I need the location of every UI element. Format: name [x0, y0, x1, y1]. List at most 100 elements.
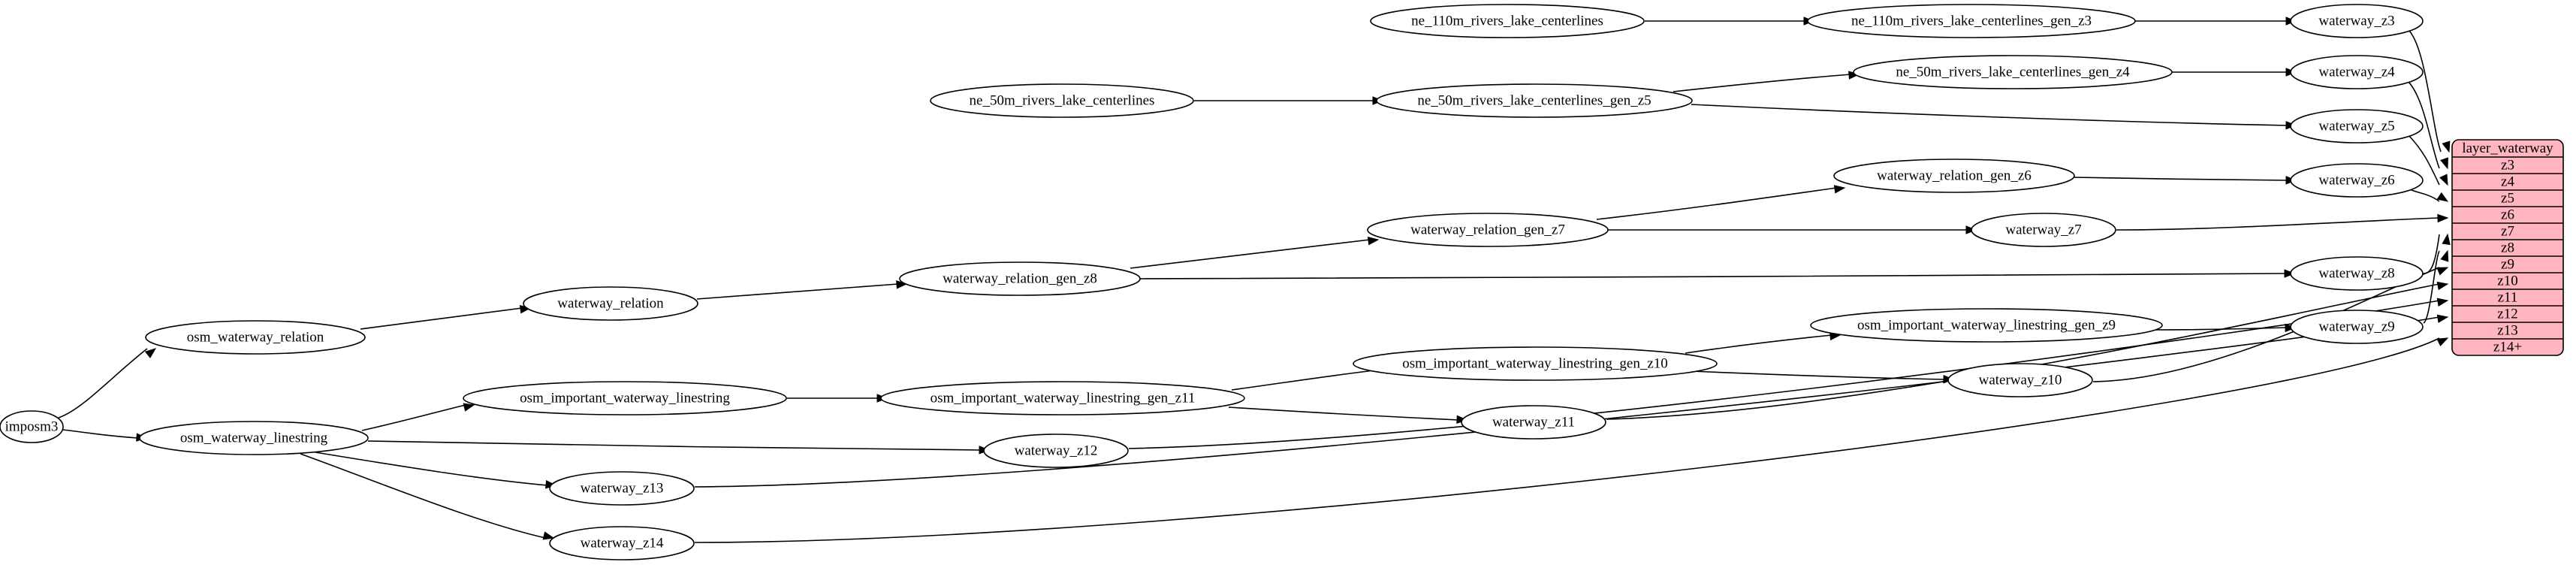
arrowhead-waterway_z3-to-record-z3 — [2442, 140, 2451, 153]
edge-waterway_z3-to-record-z3 — [2406, 28, 2442, 153]
record-node-layer_waterway[interactable]: layer_waterwayz3z4z5z6z7z8z9z10z11z12z13… — [2451, 139, 2564, 356]
edge-ne50m_gen_z5-to-waterway_z5 — [1691, 104, 2288, 126]
edge-waterway_z11-to-record-z11 — [1606, 283, 2440, 420]
node-shape-waterway_z3 — [2290, 4, 2424, 38]
node-shape-waterway_z9 — [2290, 310, 2424, 344]
node-waterway_z12[interactable]: waterway_z12 — [983, 434, 1129, 468]
node-ne_110m_rivers_lake_centerlines[interactable]: ne_110m_rivers_lake_centerlines — [1370, 4, 1645, 38]
node-osm_important_waterway_linestring_gen_z9[interactable]: osm_important_waterway_linestring_gen_z9 — [1810, 308, 2163, 343]
record-row-z8[interactable] — [2452, 240, 2563, 256]
edge-gen_z10-to-gen_z9 — [1685, 334, 1832, 354]
arrowhead-waterway_relation_gen_z8-to-waterway_z8 — [2284, 269, 2296, 278]
edge-waterway_z13-to-record-z13 — [694, 316, 2440, 488]
edge-osm_waterway_relation-to-waterway_relation — [360, 307, 523, 330]
node-waterway_z6[interactable]: waterway_z6 — [2290, 163, 2424, 198]
arrowhead-waterway_z9-to-record-z9 — [2440, 249, 2449, 262]
record-row-z11[interactable] — [2452, 289, 2563, 306]
edges-layer — [58, 17, 2451, 543]
node-waterway_z4[interactable]: waterway_z4 — [2290, 55, 2424, 89]
record-row-z7[interactable] — [2452, 223, 2563, 240]
arrowhead-waterway_z4-to-record-z4 — [2440, 157, 2448, 170]
node-osm_waterway_relation[interactable]: osm_waterway_relation — [145, 320, 366, 355]
arrowhead-waterway_z13-to-record-z13 — [2436, 314, 2449, 323]
node-shape-waterway_z13 — [549, 471, 695, 506]
edge-gen_z9-to-waterway_z9 — [2149, 327, 2288, 331]
node-ne_50m_rivers_lake_centerlines[interactable]: ne_50m_rivers_lake_centerlines — [930, 83, 1194, 118]
node-shape-waterway_z7 — [1971, 213, 2116, 247]
edge-osm_waterway_linestring-to-osm_important_waterway_linestring — [361, 404, 466, 431]
edge-waterway_z4-to-record-z4 — [2407, 80, 2440, 169]
node-waterway_z7[interactable]: waterway_z7 — [1971, 213, 2116, 247]
node-shape-waterway_z6 — [2290, 163, 2424, 198]
edge-waterway_relation_gen_z7-to-waterway_relation_gen_z6 — [1596, 187, 1837, 220]
arrowhead-waterway_z6-to-record-z6 — [2436, 192, 2449, 202]
node-shape-waterway_relation_gen_z8 — [899, 261, 1141, 296]
edge-osm_waterway_linestring-to-waterway_z13 — [315, 452, 548, 486]
node-waterway_relation_gen_z8[interactable]: waterway_relation_gen_z8 — [899, 261, 1141, 296]
record-row-z13[interactable] — [2452, 322, 2563, 339]
arrowhead-waterway_relation_gen_z7-to-waterway_relation_gen_z6 — [1833, 185, 1846, 194]
node-shape-osm_important_waterway_linestring_gen_z9 — [1810, 308, 2163, 343]
record-row-z9[interactable] — [2452, 256, 2563, 273]
arrowhead-waterway_z8-to-record-z8 — [2442, 233, 2451, 246]
node-shape-waterway_relation_gen_z7 — [1367, 213, 1609, 247]
edge-waterway_z14-to-record-z14 — [694, 337, 2440, 543]
arrowhead-waterway_z14-to-record-z14 — [2436, 337, 2449, 347]
node-shape-waterway_z14 — [549, 526, 695, 560]
record-node-layer: layer_waterwayz3z4z5z6z7z8z9z10z11z12z13… — [2451, 139, 2564, 356]
edge-waterway_z5-to-record-z5 — [2408, 134, 2440, 186]
record-row-z14+[interactable] — [2452, 339, 2563, 355]
node-waterway_relation_gen_z6[interactable]: waterway_relation_gen_z6 — [1833, 159, 2075, 193]
edge-osm_waterway_linestring-to-waterway_z14 — [300, 453, 546, 539]
record-outer-box — [2451, 139, 2564, 356]
edge-gen_z11-to-gen_z10 — [1231, 368, 1389, 391]
node-shape-waterway_z8 — [2290, 256, 2424, 291]
arrowhead-waterway_z5-to-record-z5 — [2439, 174, 2448, 186]
node-shape-ne_50m_rivers_lake_centerlines_gen_z5 — [1376, 83, 1693, 118]
node-waterway_z5[interactable]: waterway_z5 — [2290, 109, 2424, 144]
node-imposm3[interactable]: imposm3 — [0, 410, 64, 443]
record-row-z6[interactable] — [2452, 207, 2563, 223]
node-waterway_z11[interactable]: waterway_z11 — [1461, 405, 1606, 440]
record-row-z10[interactable] — [2452, 273, 2563, 289]
node-waterway_z3[interactable]: waterway_z3 — [2290, 4, 2424, 38]
node-shape-waterway_relation — [523, 286, 698, 321]
record-row-z4[interactable] — [2452, 174, 2563, 190]
node-shape-osm_important_waterway_linestring_gen_z10 — [1353, 346, 1718, 381]
arrowhead-waterway_relation_gen_z8-to-waterway_relation_gen_z7 — [1367, 236, 1380, 246]
node-shape-ne_110m_rivers_lake_centerlines — [1370, 4, 1645, 38]
edge-waterway_relation_gen_z6-to-waterway_z6 — [2074, 177, 2288, 181]
node-ne_110m_rivers_lake_centerlines_gen_z3[interactable]: ne_110m_rivers_lake_centerlines_gen_z3 — [1807, 4, 2136, 38]
node-shape-osm_important_waterway_linestring — [463, 381, 787, 415]
edge-waterway_relation-to-waterway_relation_gen_z8 — [696, 283, 899, 300]
node-shape-waterway_z5 — [2290, 109, 2424, 144]
node-waterway_z13[interactable]: waterway_z13 — [549, 471, 695, 506]
node-waterway_z14[interactable]: waterway_z14 — [549, 526, 695, 560]
node-shape-imposm3 — [0, 410, 64, 443]
node-waterway_relation[interactable]: waterway_relation — [523, 286, 698, 321]
node-osm_important_waterway_linestring_gen_z11[interactable]: osm_important_waterway_linestring_gen_z1… — [880, 381, 1245, 415]
node-osm_waterway_linestring[interactable]: osm_waterway_linestring — [139, 421, 369, 455]
node-waterway_relation_gen_z7[interactable]: waterway_relation_gen_z7 — [1367, 213, 1609, 247]
record-row-z12[interactable] — [2452, 306, 2563, 322]
edge-osm_waterway_linestring-to-waterway_z12 — [367, 440, 982, 451]
record-row-z5[interactable] — [2452, 190, 2563, 207]
node-waterway_z9[interactable]: waterway_z9 — [2290, 310, 2424, 344]
record-row-z3[interactable] — [2452, 157, 2563, 174]
node-osm_important_waterway_linestring[interactable]: osm_important_waterway_linestring — [463, 381, 787, 415]
arrowhead-waterway_z10-to-record-z10 — [2436, 267, 2449, 276]
arrowhead-imposm3-to-osm_waterway_relation — [144, 348, 157, 358]
node-shape-ne_50m_rivers_lake_centerlines_gen_z4 — [1853, 55, 2173, 89]
node-shape-waterway_z4 — [2290, 55, 2424, 89]
node-waterway_z10[interactable]: waterway_z10 — [1947, 363, 2093, 397]
edge-waterway_relation_gen_z8-to-waterway_relation_gen_z7 — [1130, 239, 1371, 269]
edge-waterway_relation_gen_z8-to-waterway_z8 — [1139, 273, 2287, 279]
node-shape-osm_waterway_relation — [145, 320, 366, 355]
arrowhead-waterway_relation-to-waterway_relation_gen_z8 — [896, 280, 908, 289]
node-waterway_z8[interactable]: waterway_z8 — [2290, 256, 2424, 291]
node-ne_50m_rivers_lake_centerlines_gen_z4[interactable]: ne_50m_rivers_lake_centerlines_gen_z4 — [1853, 55, 2173, 89]
node-ne_50m_rivers_lake_centerlines_gen_z5[interactable]: ne_50m_rivers_lake_centerlines_gen_z5 — [1376, 83, 1693, 118]
node-osm_important_waterway_linestring_gen_z10[interactable]: osm_important_waterway_linestring_gen_z1… — [1353, 346, 1718, 381]
